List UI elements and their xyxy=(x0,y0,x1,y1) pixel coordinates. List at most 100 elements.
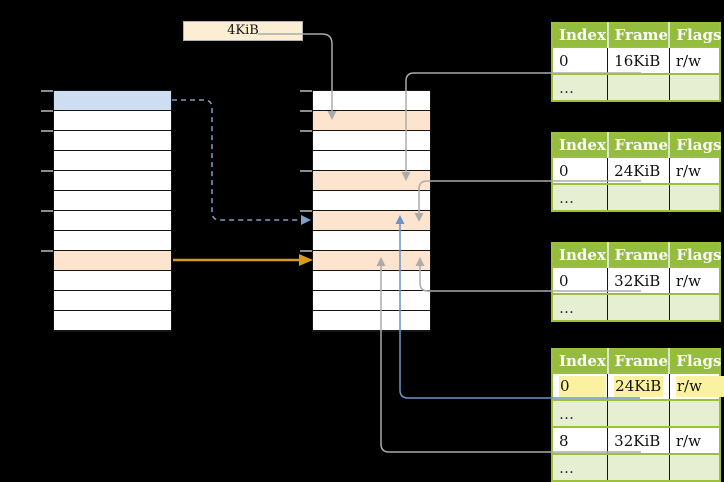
table-cell xyxy=(607,73,670,101)
middle-memory-column xyxy=(300,90,431,332)
memory-cell-white xyxy=(313,131,430,151)
memory-cell-white xyxy=(313,271,430,291)
table-cell: … xyxy=(552,293,609,321)
table-cell: 0 xyxy=(552,46,609,74)
tick-mark xyxy=(300,250,312,252)
memory-cell-white xyxy=(54,111,171,131)
memory-cell-white xyxy=(54,151,171,171)
tick-mark xyxy=(300,110,312,112)
table-cell xyxy=(669,293,720,321)
table-cell: … xyxy=(552,73,609,101)
tick-mark xyxy=(300,170,312,172)
memory-cell-white xyxy=(313,91,430,111)
memory-cell-orange xyxy=(313,171,430,191)
column-header: Flags xyxy=(669,243,721,268)
table-cell: 0 xyxy=(552,156,609,184)
table-cell: … xyxy=(552,183,609,211)
arrow-orange-translation xyxy=(173,254,313,266)
table-cell: … xyxy=(552,399,609,427)
memory-cell-white xyxy=(54,191,171,211)
column-header: Flags xyxy=(669,133,721,158)
column-header: Index xyxy=(552,133,609,158)
memory-cell-orange xyxy=(313,251,430,271)
column-header: Index xyxy=(552,349,609,374)
table-cell: 16KiB xyxy=(607,46,670,74)
table-row: … xyxy=(552,399,720,427)
table-cell: 0 xyxy=(552,266,609,294)
column-header: Frame xyxy=(607,133,671,158)
memory-cell-white xyxy=(54,311,171,331)
table-cell xyxy=(669,453,720,481)
tick-mark xyxy=(300,130,312,132)
memory-cell-white xyxy=(313,311,430,331)
left-memory-column xyxy=(41,90,172,332)
table-row: … xyxy=(552,183,720,211)
table-cell: … xyxy=(552,453,609,481)
table-cell: 8 xyxy=(552,426,609,454)
tick-mark xyxy=(41,210,53,212)
memory-cell-white xyxy=(54,131,171,151)
memory-cell-white xyxy=(313,191,430,211)
table-cell: r/w xyxy=(669,372,724,400)
table-cell: r/w xyxy=(669,426,720,454)
table-cell: 24KiB xyxy=(607,156,670,184)
memory-cell-white xyxy=(54,211,171,231)
memory-cell-orange xyxy=(54,251,171,271)
column-header: Index xyxy=(552,23,609,48)
table-cell xyxy=(669,183,720,211)
tick-mark xyxy=(300,210,312,212)
table-row: … xyxy=(552,73,720,101)
table-cell xyxy=(669,73,720,101)
tick-mark xyxy=(300,90,312,92)
memory-cell-white xyxy=(54,231,171,251)
page-size-label: 4KiB xyxy=(183,21,303,41)
table-cell: 0 xyxy=(552,372,609,400)
column-header: Frame xyxy=(607,243,671,268)
tick-mark xyxy=(41,250,53,252)
tick-mark xyxy=(41,170,53,172)
memory-cell-white xyxy=(313,291,430,311)
table-cell: 24KiB xyxy=(607,372,670,400)
table-row: 0 24KiB r/w xyxy=(552,372,724,400)
table-cell: r/w xyxy=(669,156,720,184)
tick-mark xyxy=(41,90,53,92)
memory-cell-orange xyxy=(313,211,430,231)
memory-cell-white xyxy=(313,151,430,171)
table-cell xyxy=(607,293,670,321)
table-cell: 32KiB xyxy=(607,426,670,454)
highlighted-value: 24KiB xyxy=(614,376,664,397)
highlighted-value: r/w xyxy=(675,376,724,397)
column-header: Frame xyxy=(607,23,671,48)
memory-cell-white xyxy=(54,271,171,291)
table-row: … xyxy=(552,453,720,481)
column-header: Index xyxy=(552,243,609,268)
column-header: Frame xyxy=(607,349,671,374)
page-size-label-text: 4KiB xyxy=(227,23,259,38)
memory-cell-white xyxy=(313,231,430,251)
table-cell xyxy=(607,183,670,211)
memory-cell-white xyxy=(54,291,171,311)
column-header: Flags xyxy=(669,349,721,374)
memory-cell-orange xyxy=(313,111,430,131)
table-cell xyxy=(669,399,720,427)
tick-mark xyxy=(41,130,53,132)
table-row: … xyxy=(552,293,720,321)
table-cell: r/w xyxy=(669,46,720,74)
arrow-dashed-translation xyxy=(172,99,311,225)
highlighted-value: 0 xyxy=(559,376,606,397)
column-header: Flags xyxy=(669,23,721,48)
memory-cell-blue xyxy=(54,91,171,111)
table-cell: 32KiB xyxy=(607,266,670,294)
